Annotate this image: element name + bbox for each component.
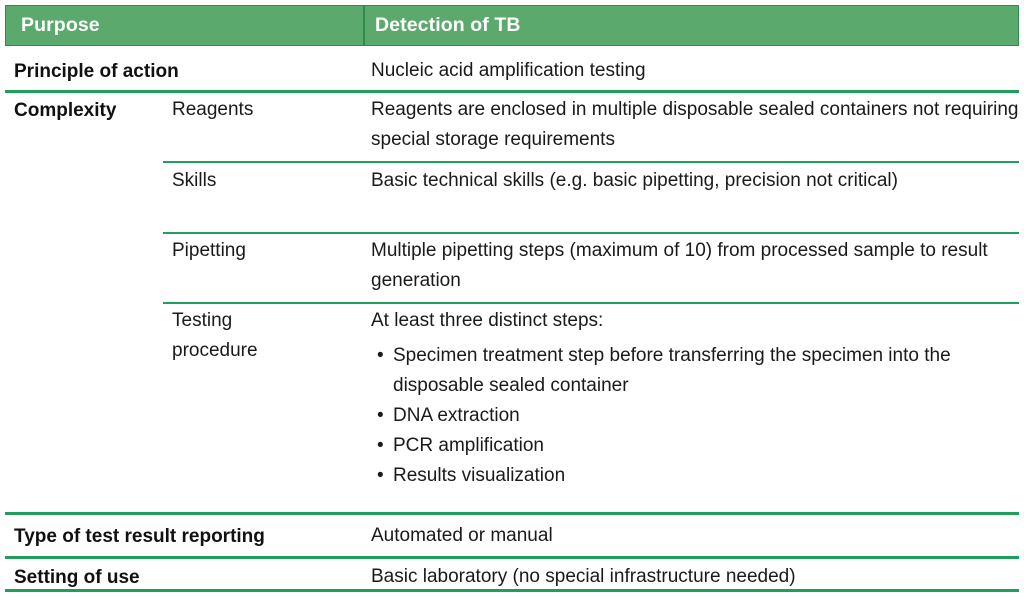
list-item-text: Specimen treatment step before transferr… bbox=[393, 345, 951, 396]
row-divider-3 bbox=[5, 556, 1019, 559]
subrow-label-pipetting: Pipetting bbox=[172, 240, 246, 261]
subrow-value-reagents: Reagents are enclosed in multiple dispos… bbox=[371, 99, 1019, 150]
list-item-text: Results visualization bbox=[393, 465, 566, 486]
table-header-purpose: Purpose bbox=[21, 14, 100, 36]
row-divider-2 bbox=[5, 512, 1019, 515]
bullet-marker-icon: • bbox=[377, 435, 384, 456]
list-item: • PCR amplification bbox=[371, 431, 1019, 461]
subrow-divider-reagents-skills bbox=[163, 161, 1019, 163]
table-bottom-border bbox=[5, 589, 1019, 592]
subrow-value-skills: Basic technical skills (e.g. basic pipet… bbox=[371, 170, 898, 191]
row-label-setting-of-use: Setting of use bbox=[14, 567, 140, 588]
bullet-marker-icon: • bbox=[377, 465, 384, 486]
header-column-divider bbox=[363, 6, 365, 45]
subrow-label-reagents: Reagents bbox=[172, 99, 254, 120]
row-label-complexity: Complexity bbox=[14, 100, 117, 121]
subrow-label-testing-procedure-line1: Testing bbox=[172, 310, 233, 331]
list-item: • Results visualization bbox=[371, 461, 1019, 491]
subrow-value-testing-procedure-intro: At least three distinct steps: bbox=[371, 310, 604, 331]
row-value-principle-of-action: Nucleic acid amplification testing bbox=[371, 60, 646, 81]
subrow-value-pipetting: Multiple pipetting steps (maximum of 10)… bbox=[371, 240, 988, 291]
list-item-text: DNA extraction bbox=[393, 405, 520, 426]
subrow-label-skills: Skills bbox=[172, 170, 217, 191]
testing-procedure-bullet-list: • Specimen treatment step before transfe… bbox=[371, 341, 1019, 491]
table-header-detection: Detection of TB bbox=[375, 14, 521, 36]
subrow-label-testing-procedure-line2: procedure bbox=[172, 340, 258, 361]
row-value-type-of-test-result-reporting: Automated or manual bbox=[371, 525, 553, 546]
subrow-divider-pipetting-testing bbox=[163, 302, 1019, 304]
list-item: • Specimen treatment step before transfe… bbox=[371, 341, 973, 401]
row-divider-1 bbox=[5, 90, 1019, 93]
row-label-principle-of-action: Principle of action bbox=[14, 61, 179, 82]
row-label-type-of-test-result-reporting: Type of test result reporting bbox=[14, 526, 265, 547]
bullet-marker-icon: • bbox=[377, 405, 384, 426]
row-value-setting-of-use: Basic laboratory (no special infrastruct… bbox=[371, 566, 796, 587]
list-item-text: PCR amplification bbox=[393, 435, 544, 456]
subrow-divider-skills-pipetting bbox=[163, 232, 1019, 234]
list-item: • DNA extraction bbox=[371, 401, 1019, 431]
bullet-marker-icon: • bbox=[377, 345, 384, 366]
table-header-row: Purpose Detection of TB bbox=[5, 5, 1019, 46]
